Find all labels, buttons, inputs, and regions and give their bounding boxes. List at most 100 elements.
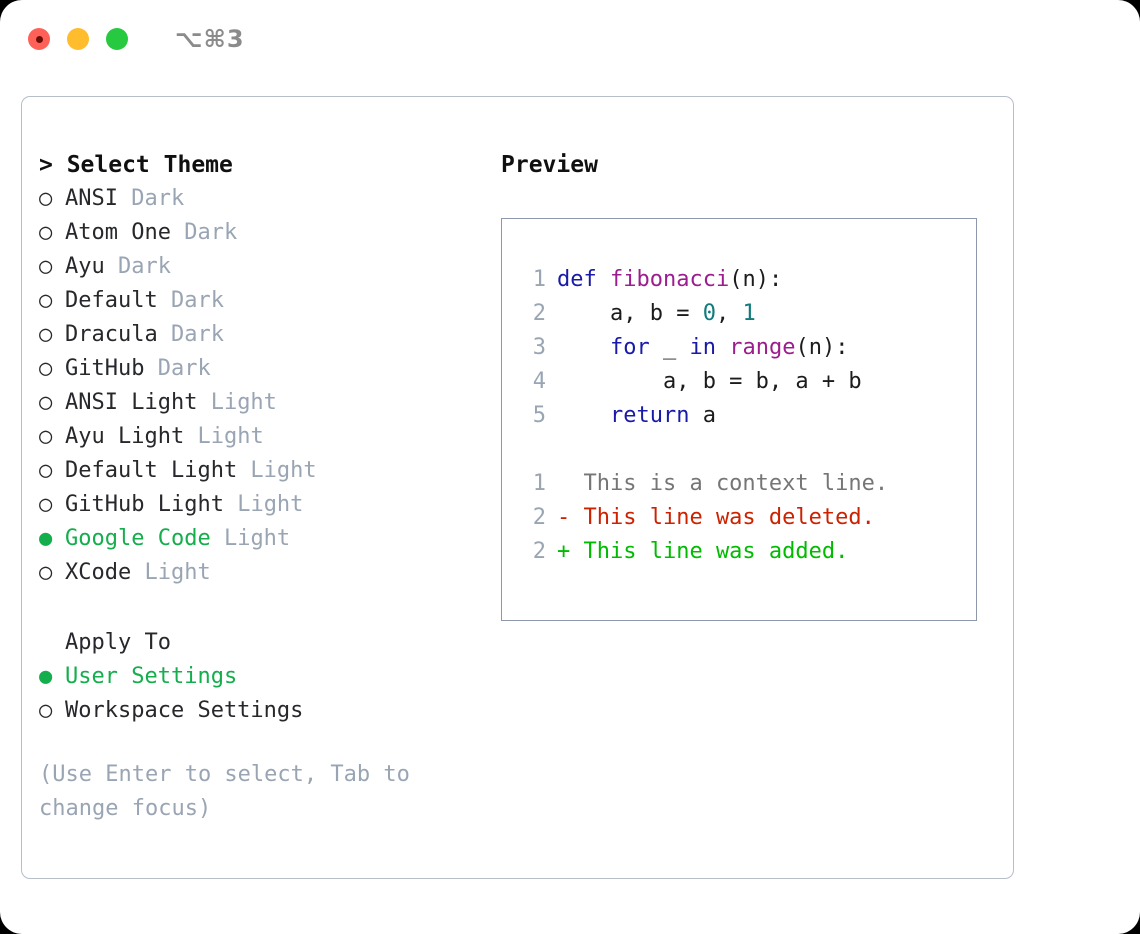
apply-to-option-label: User Settings <box>65 664 238 689</box>
keyboard-shortcut-label: ⌥⌘3 <box>175 25 245 53</box>
preview-title: Preview <box>501 152 598 178</box>
code-token: 1 <box>742 301 756 326</box>
radio-selected-icon: ● <box>39 526 53 551</box>
theme-list-item[interactable]: ○ Default Light Light <box>39 454 489 488</box>
radio-unselected-icon: ○ <box>39 186 53 211</box>
code-token: a, b = <box>557 301 703 326</box>
theme-variant-badge: Light <box>131 560 211 585</box>
code-token: fibonacci <box>609 267 730 292</box>
theme-name: GitHub <box>65 356 145 381</box>
line-number: 4 <box>532 369 546 394</box>
line-number: 5 <box>532 403 546 428</box>
theme-variant-badge: Dark <box>117 186 185 211</box>
code-token: 0 <box>702 301 716 326</box>
apply-to-option-label: Workspace Settings <box>65 698 304 723</box>
keyboard-hint: (Use Enter to select, Tab to change focu… <box>39 762 410 821</box>
apply-to-list[interactable]: ● User Settings ○Workspace Settings <box>39 660 489 728</box>
radio-unselected-icon: ○ <box>39 390 53 415</box>
code-token: for <box>609 335 650 360</box>
theme-variant-badge: Light <box>210 526 291 551</box>
diff-line: 1 This is a context line. <box>520 467 976 501</box>
theme-variant-badge: Light <box>237 458 317 483</box>
minimize-button[interactable] <box>67 28 89 50</box>
theme-list-item[interactable]: ○ Dracula Dark <box>39 318 489 352</box>
theme-list-item[interactable]: ○ Atom One Dark <box>39 216 489 250</box>
main-panel: > Select Theme ○ANSI Dark○Atom One Dark○… <box>21 96 1014 879</box>
theme-list-item[interactable]: ○ ANSI Dark <box>39 182 489 216</box>
code-token <box>557 403 610 428</box>
close-button[interactable] <box>28 28 50 50</box>
line-number: 3 <box>532 335 546 360</box>
diff-line: 2+ This line was added. <box>520 535 976 569</box>
radio-unselected-icon: ○ <box>39 254 53 279</box>
code-token: a <box>689 403 716 428</box>
theme-name: Default <box>65 288 158 313</box>
radio-unselected-icon: ○ <box>39 458 53 483</box>
theme-name: XCode <box>65 560 132 585</box>
theme-list-item[interactable]: ○ XCode Light <box>39 556 489 590</box>
radio-unselected-icon: ○ <box>39 560 53 585</box>
code-token: (n): <box>795 335 849 360</box>
theme-list-item[interactable]: ○ Ayu Dark <box>39 250 489 284</box>
zoom-button[interactable] <box>106 28 128 50</box>
radio-unselected-icon: ○ <box>39 220 53 245</box>
theme-name: Dracula <box>65 322 158 347</box>
code-line: 4 a, b = b, a + b <box>520 365 976 399</box>
line-number: 2 <box>532 505 546 530</box>
line-number: 2 <box>532 301 546 326</box>
theme-variant-badge: Dark <box>170 220 238 245</box>
diff-text: + This line was added. <box>557 539 849 564</box>
code-token: _ <box>649 335 690 360</box>
theme-list-item[interactable]: ○Ayu Light Light <box>39 420 489 454</box>
theme-picker: > Select Theme ○ANSI Dark○Atom One Dark○… <box>39 148 489 826</box>
line-number: 1 <box>532 267 546 292</box>
title-bar: ⌥⌘3 <box>0 0 1140 78</box>
radio-selected-icon: ● <box>39 664 53 689</box>
diff-text: This is a context line. <box>557 471 889 496</box>
apply-to-option[interactable]: ● User Settings <box>39 660 489 694</box>
code-line: 2 a, b = 0, 1 <box>520 297 976 331</box>
theme-name: ANSI Light <box>65 390 198 415</box>
theme-name: Ayu Light <box>65 424 185 449</box>
code-token: , <box>715 301 743 326</box>
theme-variant-badge: Light <box>223 492 304 517</box>
theme-name: ANSI <box>65 186 118 211</box>
apply-to-option[interactable]: ○Workspace Settings <box>39 694 489 728</box>
theme-list-item[interactable]: ○ GitHub Light Light <box>39 488 489 522</box>
theme-list-item[interactable]: ○ Default Dark <box>39 284 489 318</box>
theme-variant-badge: Dark <box>104 254 171 279</box>
radio-unselected-icon: ○ <box>39 322 53 347</box>
radio-unselected-icon: ○ <box>39 492 53 517</box>
diff-text: - This line was deleted. <box>557 505 875 530</box>
code-token <box>557 335 610 360</box>
theme-name: GitHub Light <box>65 492 224 517</box>
code-token: return <box>609 403 690 428</box>
theme-variant-badge: Dark <box>157 288 224 313</box>
theme-variant-badge: Dark <box>144 356 211 381</box>
code-diff-separator <box>520 433 976 467</box>
theme-list[interactable]: ○ ANSI Dark ○ Atom One Dark ○ Ayu Dark ○ Defaul… <box>39 182 489 590</box>
theme-variant-badge: Light <box>184 424 264 449</box>
radio-unselected-icon: ○ <box>39 356 53 381</box>
apply-to-title: Apply To <box>65 630 171 655</box>
theme-name: Ayu <box>65 254 105 279</box>
radio-unselected-icon: ○ <box>39 288 53 313</box>
theme-list-item[interactable]: ○ GitHub Dark <box>39 352 489 386</box>
theme-list-item[interactable]: ● Google Code Light <box>39 522 489 556</box>
line-number: 1 <box>532 471 546 496</box>
code-token <box>716 335 729 360</box>
theme-picker-header: > Select Theme <box>39 152 233 178</box>
theme-list-item[interactable]: ○ ANSI Light Light <box>39 386 489 420</box>
window-controls <box>28 28 128 50</box>
theme-variant-badge: Light <box>197 390 277 415</box>
code-token: def <box>557 267 610 292</box>
theme-name: Default Light <box>65 458 238 483</box>
theme-name: Atom One <box>65 220 171 245</box>
theme-variant-badge: Dark <box>157 322 224 347</box>
theme-name: Google Code <box>65 526 211 551</box>
diff-block: 1 This is a context line. 2 - This line wa… <box>520 467 976 569</box>
code-token: a, b = b, a + b <box>557 369 862 394</box>
diff-line: 2 - This line was deleted. <box>520 501 976 535</box>
